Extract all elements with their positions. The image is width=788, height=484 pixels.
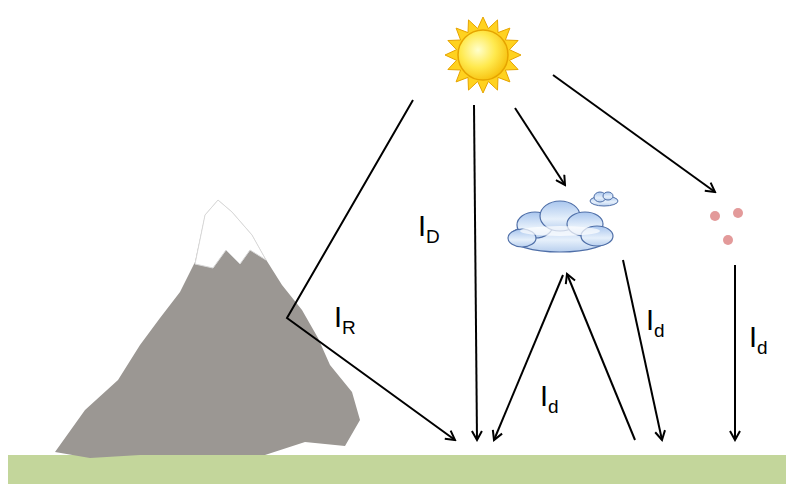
radiation-label: IR	[334, 303, 356, 337]
ground	[8, 455, 786, 484]
sun	[458, 30, 508, 80]
mountain	[55, 200, 360, 458]
sun-rays	[445, 17, 521, 93]
aerosol-particles	[710, 208, 743, 245]
cloud	[508, 201, 613, 252]
small-cloud	[590, 192, 618, 206]
radiation-label: Id	[540, 382, 559, 416]
radiation-label: Id	[646, 306, 665, 340]
radiation-arrows	[287, 75, 735, 440]
snow-cap	[195, 200, 266, 268]
radiation-label: ID	[418, 212, 440, 246]
radiation-label: Id	[749, 323, 768, 357]
